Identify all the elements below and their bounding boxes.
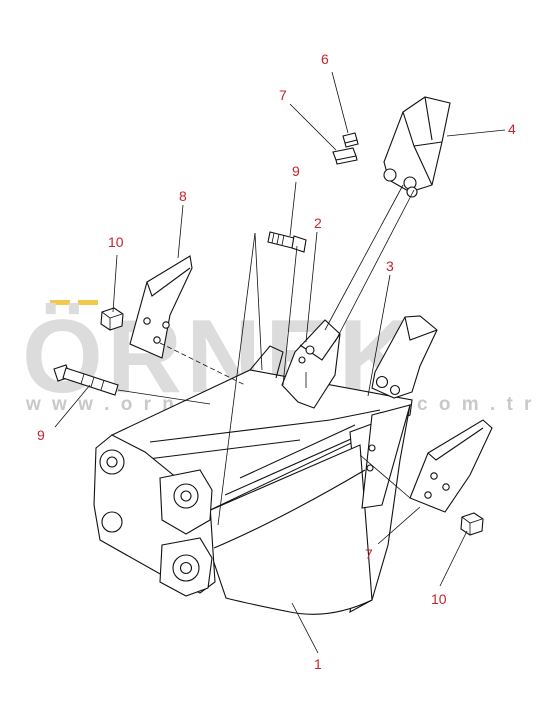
callout-3: 3 <box>386 258 394 274</box>
part-tooth-tip <box>383 96 451 198</box>
part-tooth-adapter <box>281 319 341 409</box>
part-side-cutter-right <box>409 419 493 513</box>
callout-1: 1 <box>314 656 322 672</box>
part-nut-right <box>460 512 484 536</box>
part-tooth-adapter-mounted <box>371 315 438 399</box>
callout-9-top: 9 <box>292 163 300 179</box>
callout-7: 7 <box>365 546 373 562</box>
callout-leaders <box>54 71 506 654</box>
callout-8: 8 <box>179 188 187 204</box>
part-side-cutter-left <box>129 255 193 359</box>
part-nut-left <box>100 307 124 331</box>
watermark-accent-right <box>78 300 98 305</box>
callout-6: 7 <box>279 87 287 103</box>
callout-10-left: 10 <box>108 234 124 250</box>
callout-9-left: 9 <box>37 427 45 443</box>
part-bolt-top <box>267 231 307 253</box>
part-retainer-pin <box>342 132 359 148</box>
callout-2: 2 <box>314 215 322 231</box>
callout-10-right: 10 <box>431 591 447 607</box>
part-bucket-body <box>93 345 413 615</box>
watermark-accent-left <box>50 300 70 305</box>
part-retainer <box>332 147 358 165</box>
assembly-lines <box>117 184 415 526</box>
callout-5: 6 <box>321 51 329 67</box>
part-bolt-left <box>53 364 119 396</box>
callouts: 6 7 4 9 8 2 10 3 9 7 10 1 <box>37 51 516 672</box>
callout-4: 4 <box>508 121 516 137</box>
